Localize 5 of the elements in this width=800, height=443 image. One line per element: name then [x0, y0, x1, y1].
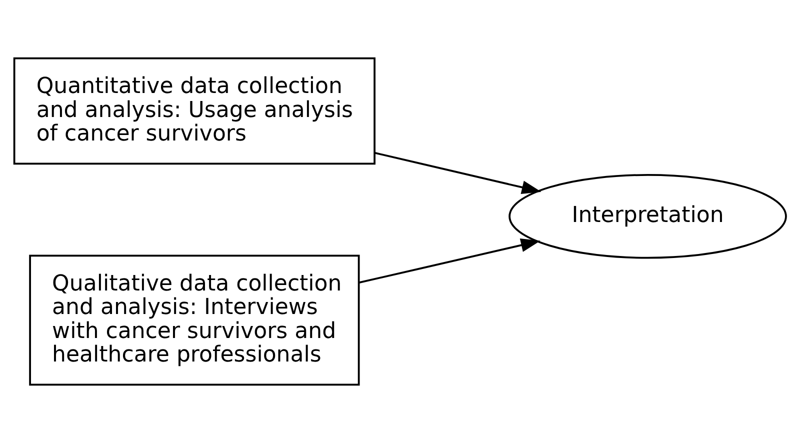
node-ellipse: Interpretation	[508, 174, 787, 259]
arrow	[358, 238, 540, 284]
node-box: Quantitative data collection and analysis: Usage analysis of cancer survivors	[13, 57, 376, 165]
arrow	[374, 152, 542, 194]
node-box: Qualitative data collection and analysis: Interviews with cancer survivors and healthcare professionals	[29, 254, 360, 386]
